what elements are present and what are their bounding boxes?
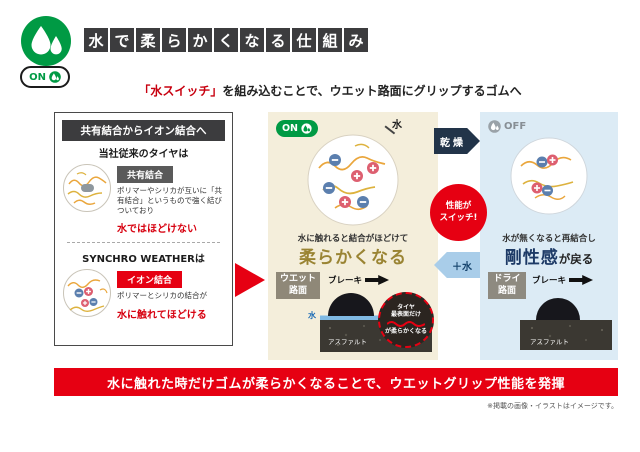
lead-highlight: 「水スイッチ」 (138, 84, 223, 98)
dry-description: 水が無くなると再結合し (502, 234, 596, 244)
brake-direction-arrow-icon (569, 275, 594, 285)
ionic-bond-illustration (63, 269, 111, 318)
wet-road-badge-line1: ウエット (279, 273, 316, 284)
summary-banner: 水に触れた時だけゴムが柔らかくなることで、ウエットグリップ性能を発揮 (54, 368, 618, 396)
section-divider (67, 242, 220, 244)
performance-switch-badge: 性能が スイッチ! (430, 184, 487, 241)
rebonded-illustration (510, 137, 588, 215)
ionic-bond-label: イオン結合 (117, 271, 183, 289)
wet-road-badge-line2: 路面 (288, 285, 307, 296)
callout-line3: が柔らかくなる (384, 327, 427, 335)
conventional-desc: ポリマーやシリカが互いに「共有結合」というもので強く結びついており (117, 186, 222, 216)
wet-brake-label: ブレーキ (328, 276, 363, 286)
wet-highlight-text: 柔らかくなる (299, 248, 407, 268)
title-char: 仕 (292, 28, 316, 52)
callout-line2: 最表面だけ (390, 311, 421, 319)
off-badge-label: OFF (504, 121, 527, 132)
add-water-label: ＋水 (452, 261, 472, 273)
title-char: で (110, 28, 134, 52)
bond-explainer-panel: 共有結合からイオン結合へ 当社従来のタイヤは 共有結合 ポリマーやシリカが互いに… (54, 112, 233, 346)
title-char: 水 (84, 28, 108, 52)
lead-sentence: 「水スイッチ」を組み込むことで、ウエット路面にグリップするゴムへ (90, 82, 570, 99)
on-mode-badge: ON (20, 66, 70, 88)
tire-surface-zoom-callout: タイヤ 最表面だけ が柔らかくなる (378, 292, 434, 348)
dry-highlight-text: 剛性感が戻る (480, 243, 618, 268)
title-char: 柔 (136, 28, 160, 52)
water-drop-mini-icon (49, 71, 61, 83)
dry-road-illustration (520, 298, 612, 350)
loosened-bond-illustration (307, 134, 399, 226)
conventional-row: 共有結合 ポリマーやシリカが互いに「共有結合」というもので強く結びついており 水… (62, 163, 225, 235)
covalent-bond-illustration (63, 164, 111, 212)
dry-state-panel: OFF 水が無くなると再結合し 剛性感が戻る ドライ 路面 ブレーキ (480, 112, 618, 360)
dry-asphalt-label: アスファルト (530, 338, 569, 346)
title-char: く (214, 28, 238, 52)
water-drop-logo-icon (21, 16, 71, 66)
wet-description: 水に触れると結合がほどけて (297, 234, 409, 244)
water-callout-label: 水 (392, 120, 402, 131)
wet-road-badge: ウエット 路面 (276, 272, 320, 299)
on-badge-label: ON (29, 71, 46, 83)
add-water-arrow: ＋水 (434, 252, 480, 278)
synchro-desc: ポリマーとシリカの結合が (117, 291, 207, 301)
dry-road-badge-line1: ドライ (493, 273, 521, 284)
water-drop-mini-icon (301, 123, 312, 134)
wet-brake-indicator: ブレーキ (328, 274, 390, 286)
title-char: か (188, 28, 212, 52)
dry-brake-indicator: ブレーキ (532, 274, 594, 286)
bond-panel-header: 共有結合からイオン結合へ (62, 120, 225, 141)
title-char: 組 (318, 28, 342, 52)
synchro-title: SYNCHRO WEATHERは (82, 254, 205, 266)
brake-direction-arrow-icon (365, 275, 390, 285)
switch-line2: スイッチ! (439, 212, 478, 223)
page-title: 水 で 柔 ら か く な る 仕 組 み (84, 28, 368, 52)
to-wet-panel-arrow-icon (235, 263, 265, 297)
dry-brake-label: ブレーキ (532, 276, 567, 286)
drying-arrow: 乾燥 (434, 128, 480, 154)
callout-line1: タイヤ (397, 303, 415, 311)
dry-highlight-main: 剛性感 (504, 248, 559, 268)
road-water-label: 水 (308, 311, 316, 320)
title-char: な (240, 28, 264, 52)
dry-highlight-suffix: が戻る (558, 252, 594, 266)
wet-on-badge: ON (276, 120, 318, 137)
synchro-text-col: イオン結合 ポリマーとシリカの結合が 水に触れてほどける (117, 268, 225, 321)
title-char: る (266, 28, 290, 52)
disclaimer-note: ※掲載の画像・イラストはイメージです。 (487, 402, 618, 410)
covalent-bond-label: 共有結合 (117, 166, 174, 183)
dry-road-badge: ドライ 路面 (488, 272, 526, 299)
dry-off-badge: OFF (488, 120, 526, 133)
title-char: み (344, 28, 368, 52)
wet-on-label: ON (281, 123, 299, 134)
synchro-row: イオン結合 ポリマーとシリカの結合が 水に触れてほどける (62, 268, 225, 321)
soft-surface-wave-icon (387, 320, 425, 327)
drying-arrow-label: 乾燥 (440, 137, 466, 149)
wet-asphalt-label: アスファルト (328, 338, 367, 346)
switch-line1: 性能が (445, 201, 472, 212)
conventional-text-col: 共有結合 ポリマーやシリカが互いに「共有結合」というもので強く結びついており 水… (117, 163, 225, 235)
lead-rest: を組み込むことで、ウエット路面にグリップするゴムへ (222, 84, 522, 98)
conventional-title: 当社従来のタイヤは (98, 149, 189, 160)
dry-road-badge-line2: 路面 (497, 285, 516, 296)
wet-state-panel: ON 水 水に触れると結合がほどけて 柔らかくなる ウエット (268, 112, 438, 360)
title-char: ら (162, 28, 186, 52)
water-drop-off-icon (488, 120, 501, 133)
synchro-highlight: 水に触れてほどける (117, 309, 207, 321)
conventional-highlight: 水ではほどけない (117, 224, 197, 236)
